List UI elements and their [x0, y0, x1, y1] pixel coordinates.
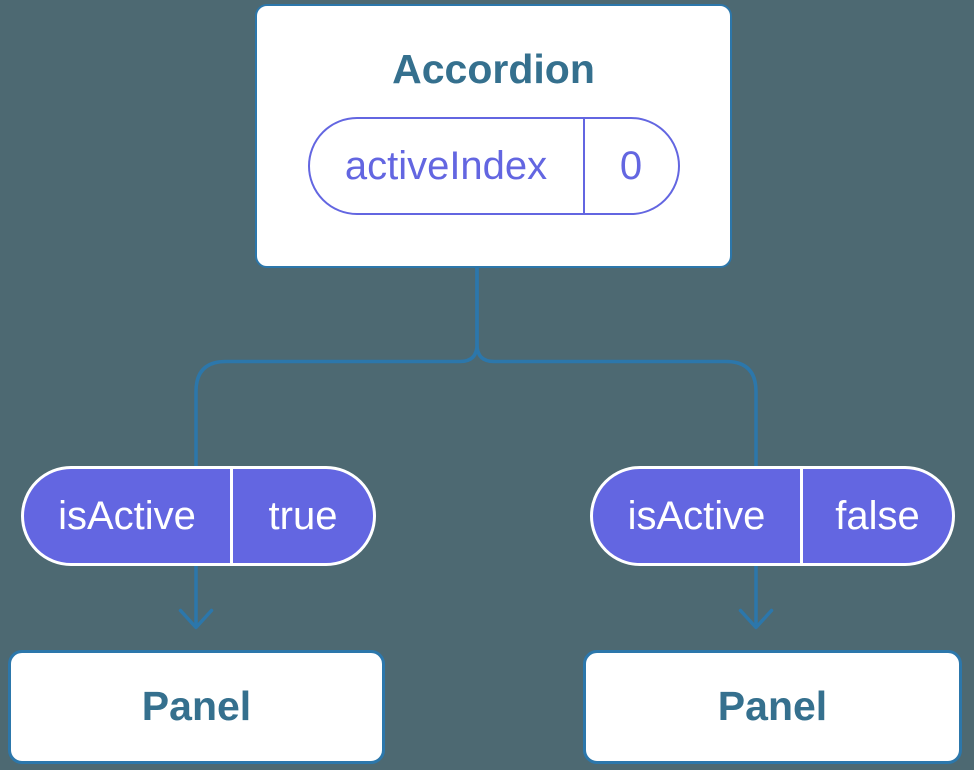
- arrowhead-left-icon: [178, 608, 214, 630]
- panel-node-title: Panel: [717, 683, 828, 730]
- arrowhead-right-icon: [738, 608, 774, 630]
- prop-pill-value: true: [268, 493, 338, 538]
- panel-node-left: Panel: [8, 650, 385, 764]
- panel-node-right: Panel: [583, 650, 962, 764]
- connector-branch-right: [475, 266, 758, 626]
- prop-pill-label: isActive: [627, 493, 766, 538]
- state-pill-divider: [582, 119, 585, 214]
- state-pill-label: activeIndex: [344, 143, 548, 188]
- state-pill: activeIndex 0: [307, 117, 680, 216]
- prop-pill-label: isActive: [58, 493, 196, 538]
- prop-pill-divider: [230, 469, 233, 563]
- prop-pill-divider: [800, 469, 803, 563]
- state-pill-value: 0: [619, 143, 643, 188]
- prop-pill-is-active-false: isActive false: [590, 466, 955, 566]
- accordion-node-title: Accordion: [392, 46, 595, 92]
- accordion-node-card: Accordion activeIndex 0: [255, 4, 732, 268]
- panel-node-title: Panel: [141, 683, 252, 730]
- prop-pill-value: false: [835, 493, 920, 538]
- connector-branch-left: [194, 266, 479, 626]
- prop-pill-is-active-true: isActive true: [21, 466, 376, 566]
